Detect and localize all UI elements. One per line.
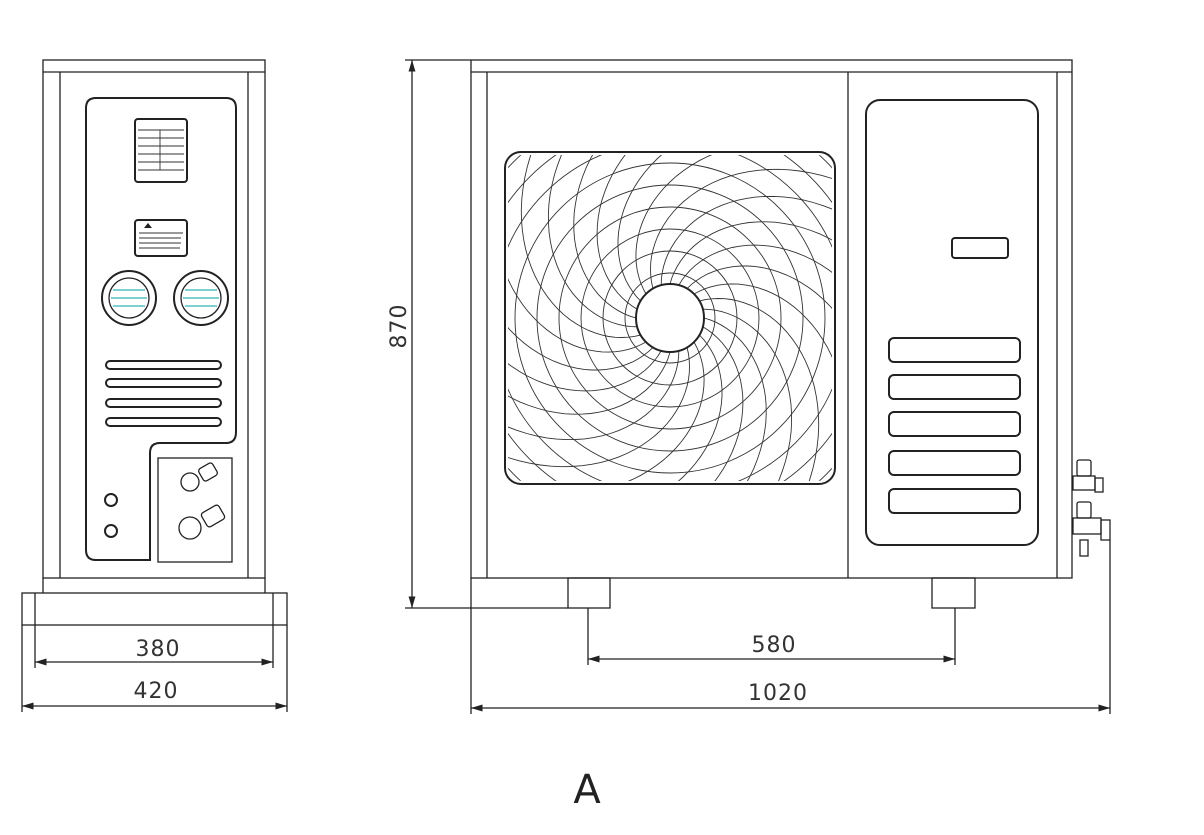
grille-ring — [602, 250, 738, 386]
warning-label — [134, 219, 188, 257]
grille-spiral — [520, 155, 641, 338]
grille-spiral — [617, 155, 789, 302]
grille-ring — [508, 155, 832, 481]
foot-right — [931, 577, 976, 609]
dim-label-380: 380 — [136, 637, 181, 662]
grille-spiral — [678, 244, 832, 380]
valve-box — [157, 457, 233, 563]
port-icon — [104, 493, 118, 507]
valve-icon — [178, 462, 226, 540]
grille-ring — [624, 272, 716, 364]
foot-left — [567, 577, 611, 609]
grille-spiral — [650, 168, 832, 289]
grille-spiral — [508, 256, 662, 392]
grille-spiral — [547, 155, 638, 328]
grille-ring — [536, 184, 804, 452]
grille-spiral — [699, 298, 820, 481]
front-louvers — [888, 337, 1021, 514]
dim-label-1020: 1020 — [748, 681, 808, 706]
grille-spiral — [573, 155, 670, 319]
front-view — [470, 59, 1111, 609]
grille-spiral — [508, 155, 647, 353]
control-panel — [865, 99, 1039, 546]
grille-ring — [514, 162, 826, 474]
dimensions: 380 420 870 580 1020 — [22, 59, 1111, 714]
grille-spiral — [635, 155, 832, 295]
view-label: A — [573, 767, 601, 813]
fan-hub — [635, 283, 705, 353]
dim-label-580: 580 — [752, 633, 797, 658]
grille-spiral — [660, 195, 832, 286]
grille-spiral — [508, 318, 671, 415]
side-view — [21, 59, 288, 712]
grille-spiral — [686, 265, 832, 437]
side-louvers — [105, 360, 222, 427]
port-icon — [104, 524, 118, 538]
grille-spiral — [669, 221, 832, 318]
grille-spiral — [596, 155, 732, 310]
grille-spiral — [508, 347, 690, 468]
grille-spiral — [551, 334, 723, 481]
side-body — [42, 59, 266, 579]
dim-label-870: 870 — [387, 304, 412, 349]
water-connection-left — [101, 270, 157, 326]
grille-spiral — [670, 317, 767, 481]
side-base — [21, 592, 288, 626]
side-panel — [85, 97, 237, 561]
fan-grille — [504, 151, 836, 485]
grille-spiral — [508, 199, 654, 371]
dim-label-420: 420 — [134, 679, 179, 704]
nameplate-label — [134, 118, 188, 183]
grille-spiral — [702, 308, 793, 481]
grille-spiral — [508, 341, 705, 481]
grille-spiral — [508, 350, 680, 441]
service-valves — [1072, 459, 1111, 557]
fan-grille-pattern — [508, 155, 832, 481]
display-window — [951, 237, 1009, 259]
grille-ring — [508, 155, 832, 481]
grille-spiral — [693, 283, 832, 481]
grille-spiral — [608, 326, 744, 481]
water-connection-right — [173, 270, 229, 326]
front-body — [470, 59, 1073, 579]
grille-ring — [558, 206, 782, 430]
grille-ring — [580, 228, 760, 408]
